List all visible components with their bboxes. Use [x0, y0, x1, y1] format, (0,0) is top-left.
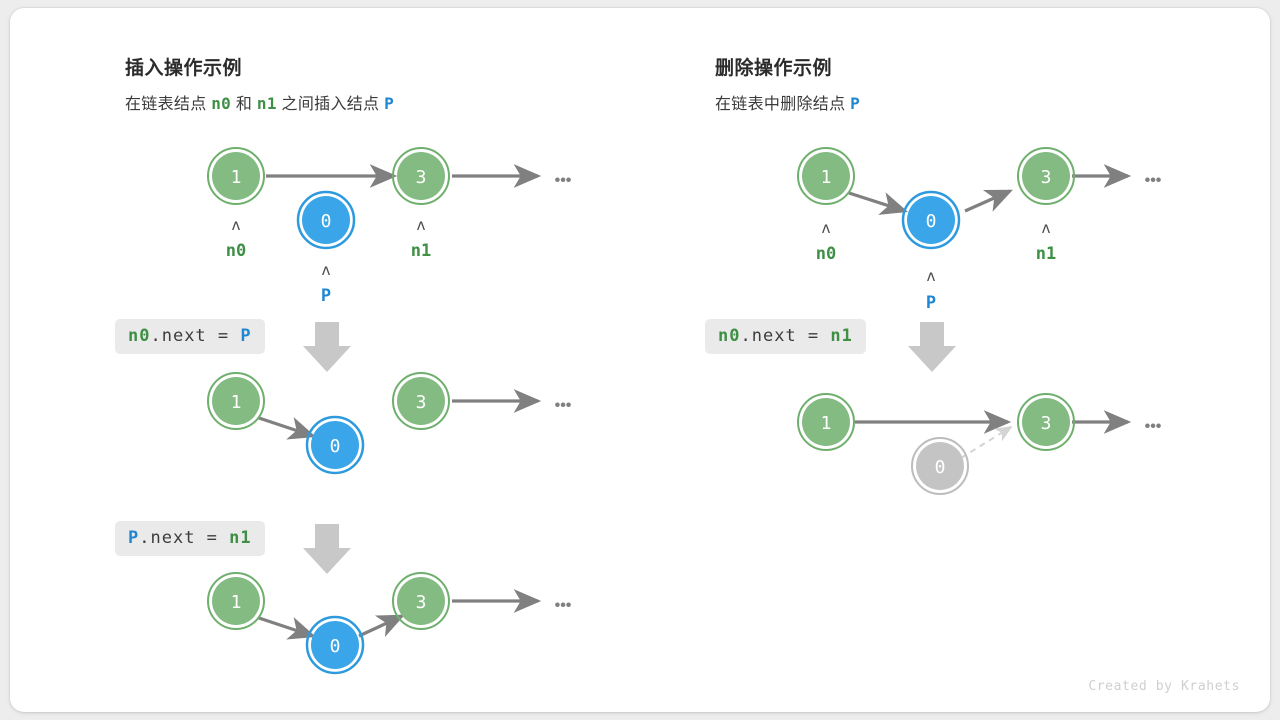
ellipsis-label: •••	[1145, 172, 1162, 189]
node-insert-3: 3	[392, 572, 450, 630]
delete-row-after-step-1: 1 0 3 •••	[797, 393, 1162, 495]
node-insert-3: 3	[392, 372, 450, 430]
node-label-insert-n1: n1	[410, 241, 432, 261]
insert-step-2-code-p: P	[128, 528, 140, 548]
insert-panel-subtitle: 在链表结点 n0 和 n1 之间插入结点 P	[125, 90, 394, 114]
delete-panel-subtitle: 在链表中删除结点 P	[715, 90, 860, 114]
node-insert-1: 1	[207, 372, 265, 430]
ellipsis-label: •••	[555, 172, 572, 189]
delete-row-initial: 1 0 3 •••	[797, 147, 1162, 250]
insert-subtitle-n0: n0	[211, 94, 232, 113]
edge-n0-to-p	[258, 416, 317, 440]
edge-p-to-n1	[964, 189, 1013, 213]
insert-row-initial: 1 0 3 •••	[207, 147, 572, 250]
insert-step-2-code: P.next = n1	[115, 521, 265, 556]
node-insert-3: 3	[392, 147, 450, 205]
insert-panel-title: 插入操作示例	[125, 58, 243, 79]
insert-step-1-arrow-icon	[303, 322, 351, 372]
delete-step-1-arrow-icon	[908, 322, 956, 372]
insert-step-2-code-mid: .next =	[139, 528, 230, 548]
node-delete-3: 3	[1017, 147, 1075, 205]
insert-subtitle-text-0: 在链表结点	[125, 96, 212, 113]
insert-subtitle-n1: n1	[256, 94, 277, 113]
diagram-canvas: 1 0 3 ••• 1	[207, 147, 1162, 675]
node-value: 3	[416, 392, 427, 413]
node-value: 0	[330, 636, 341, 657]
delete-step-1-code: n0.next = n1	[705, 319, 866, 354]
insert-step-2-code-n1: n1	[229, 528, 252, 548]
diagram-card: 插入操作示例 在链表结点 n0 和 n1 之间插入结点 P 删除操作示例 在链表…	[10, 8, 1270, 712]
node-delete-p-removed: 0	[911, 437, 969, 495]
node-insert-p: 0	[305, 615, 365, 675]
node-value: 1	[231, 392, 242, 413]
credit-label: Created by Krahets	[1088, 679, 1240, 694]
caret-icon-delete-p: ʌ	[926, 267, 936, 285]
node-value: 1	[231, 167, 242, 188]
node-delete-1: 1	[797, 393, 855, 451]
edge-p-to-n1	[358, 614, 405, 638]
insert-subtitle-text-2: 和	[231, 96, 257, 113]
node-value: 1	[231, 592, 242, 613]
insert-step-1-code: n0.next = P	[115, 319, 265, 354]
node-value: 3	[416, 167, 427, 188]
node-value: 0	[321, 211, 332, 232]
delete-step-1-code-n0: n0	[718, 326, 741, 346]
edge-removed-p-to-n1	[960, 425, 1013, 459]
ellipsis-label: •••	[1145, 418, 1162, 435]
insert-subtitle-p: P	[384, 94, 395, 113]
insert-row-after-step-2: 1 0 3 •••	[207, 572, 572, 675]
delete-subtitle-text-0: 在链表中删除结点	[715, 96, 851, 113]
node-delete-3: 3	[1017, 393, 1075, 451]
node-label-delete-p: P	[925, 293, 937, 313]
node-insert-p: 0	[305, 415, 365, 475]
caret-icon-insert-n1: ʌ	[416, 216, 426, 234]
delete-step-1-code-mid: .next =	[740, 326, 831, 346]
node-value: 3	[1041, 413, 1052, 434]
caret-icon-delete-n1: ʌ	[1041, 219, 1051, 237]
insert-step-2-arrow-icon	[303, 524, 351, 574]
node-insert-p: 0	[296, 190, 356, 250]
delete-panel-title: 删除操作示例	[715, 58, 833, 79]
insert-step-1-code-mid: .next =	[150, 326, 241, 346]
insert-step-1-code-n0: n0	[128, 326, 151, 346]
ellipsis-label: •••	[555, 397, 572, 414]
insert-step-1-code-p: P	[240, 326, 252, 346]
edge-n0-to-p	[258, 616, 317, 640]
node-label-insert-p: P	[320, 286, 332, 306]
node-insert-1: 1	[207, 147, 265, 205]
node-label-delete-n0: n0	[815, 244, 837, 264]
edge-n0-to-p	[848, 191, 909, 215]
ellipsis-label: •••	[555, 597, 572, 614]
node-value: 1	[821, 167, 832, 188]
delete-step-1-code-n1: n1	[830, 326, 853, 346]
insert-row-after-step-1: 1 0 3 •••	[207, 372, 572, 475]
node-label-insert-n0: n0	[225, 241, 247, 261]
node-delete-1: 1	[797, 147, 855, 205]
node-value: 3	[416, 592, 427, 613]
node-insert-1: 1	[207, 572, 265, 630]
node-value: 3	[1041, 167, 1052, 188]
insert-subtitle-text-4: 之间插入结点	[276, 96, 385, 113]
caret-icon-insert-p: ʌ	[321, 261, 331, 279]
node-value: 0	[926, 211, 937, 232]
node-delete-p: 0	[901, 190, 961, 250]
delete-subtitle-p: P	[850, 94, 861, 113]
caret-icon-insert-n0: ʌ	[231, 216, 241, 234]
node-value: 0	[330, 436, 341, 457]
node-value: 1	[821, 413, 832, 434]
node-value: 0	[935, 457, 946, 478]
node-label-delete-n1: n1	[1035, 244, 1057, 264]
caret-icon-delete-n0: ʌ	[821, 219, 831, 237]
